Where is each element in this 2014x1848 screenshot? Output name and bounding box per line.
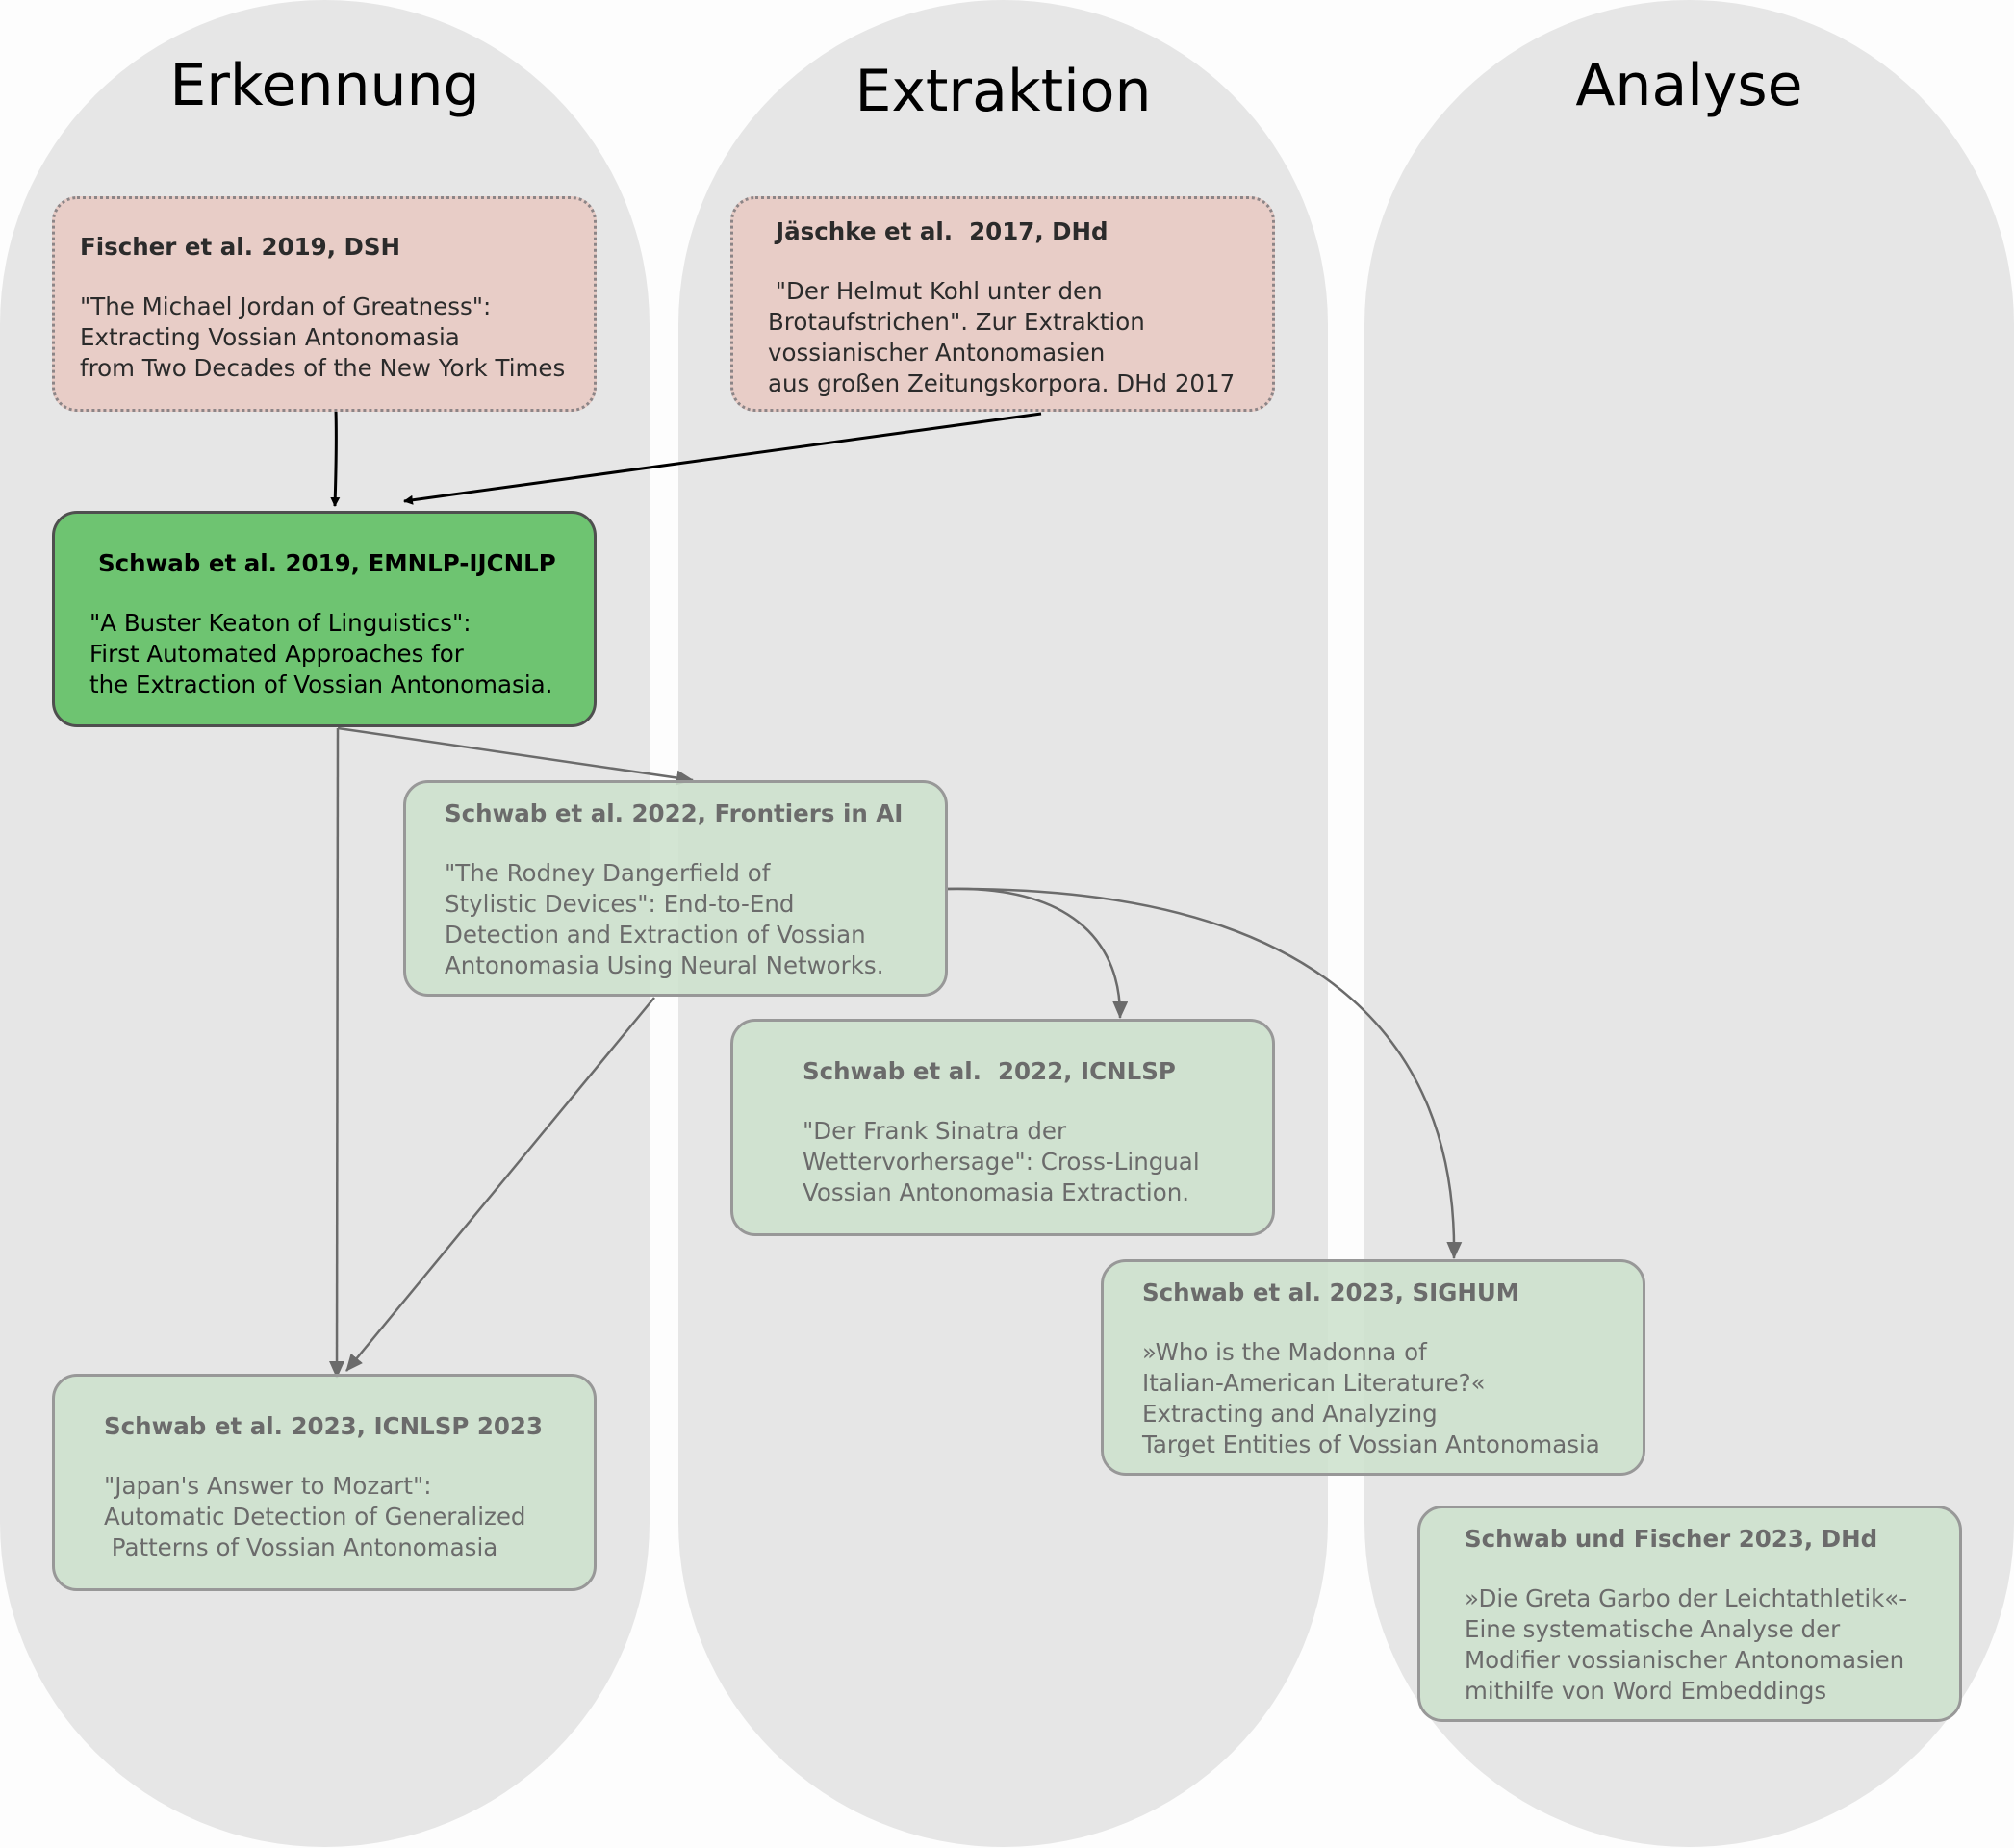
paper-schwab2022-frontiers[interactable]: Schwab et al. 2022, Frontiers in AI "The… — [403, 780, 948, 997]
paper-schwab2023-icnlsp[interactable]: Schwab et al. 2023, ICNLSP 2023 "Japan's… — [52, 1374, 597, 1591]
paper-jaeschke2017[interactable]: Jäschke et al. 2017, DHd "Der Helmut Koh… — [730, 196, 1275, 412]
paper-heading: Jäschke et al. 2017, DHd — [776, 217, 1109, 245]
paper-heading: Schwab et al. 2022, ICNLSP — [803, 1057, 1176, 1085]
paper-title: "Der Frank Sinatra der Wettervorhersage"… — [803, 1117, 1200, 1206]
paper-title: "A Buster Keaton of Linguistics": First … — [89, 609, 553, 698]
paper-heading: Schwab et al. 2019, EMNLP-IJCNLP — [98, 549, 556, 577]
paper-title: »Die Greta Garbo der Leichtathletik«- Ei… — [1465, 1584, 1908, 1705]
paper-heading: Fischer et al. 2019, DSH — [80, 233, 401, 261]
paper-schwab2022-icnlsp[interactable]: Schwab et al. 2022, ICNLSP "Der Frank Si… — [730, 1019, 1275, 1236]
paper-heading: Schwab et al. 2023, ICNLSP 2023 — [104, 1412, 544, 1440]
paper-schwabfischer2023[interactable]: Schwab und Fischer 2023, DHd »Die Greta … — [1417, 1506, 1962, 1722]
paper-title: »Who is the Madonna of Italian-American … — [1142, 1338, 1600, 1458]
paper-fischer2019[interactable]: Fischer et al. 2019, DSH "The Michael Jo… — [52, 196, 597, 412]
paper-title: "The Michael Jordan of Greatness": Extra… — [80, 292, 566, 382]
paper-schwab2019[interactable]: Schwab et al. 2019, EMNLP-IJCNLP "A Bust… — [52, 511, 597, 727]
paper-heading: Schwab und Fischer 2023, DHd — [1465, 1525, 1878, 1553]
paper-title: "Der Helmut Kohl unter den Brotaufstrich… — [768, 277, 1236, 397]
paper-heading: Schwab et al. 2023, SIGHUM — [1142, 1278, 1520, 1306]
paper-title: "Japan's Answer to Mozart": Automatic De… — [104, 1472, 526, 1561]
lane-title: Analyse — [1575, 52, 1803, 119]
lane-title: Extraktion — [854, 58, 1152, 125]
paper-heading: Schwab et al. 2022, Frontiers in AI — [445, 799, 904, 827]
paper-title: "The Rodney Dangerfield of Stylistic Dev… — [445, 859, 884, 979]
paper-schwab2023-sighum[interactable]: Schwab et al. 2023, SIGHUM »Who is the M… — [1101, 1259, 1645, 1476]
lane-title: Erkennung — [169, 52, 480, 119]
